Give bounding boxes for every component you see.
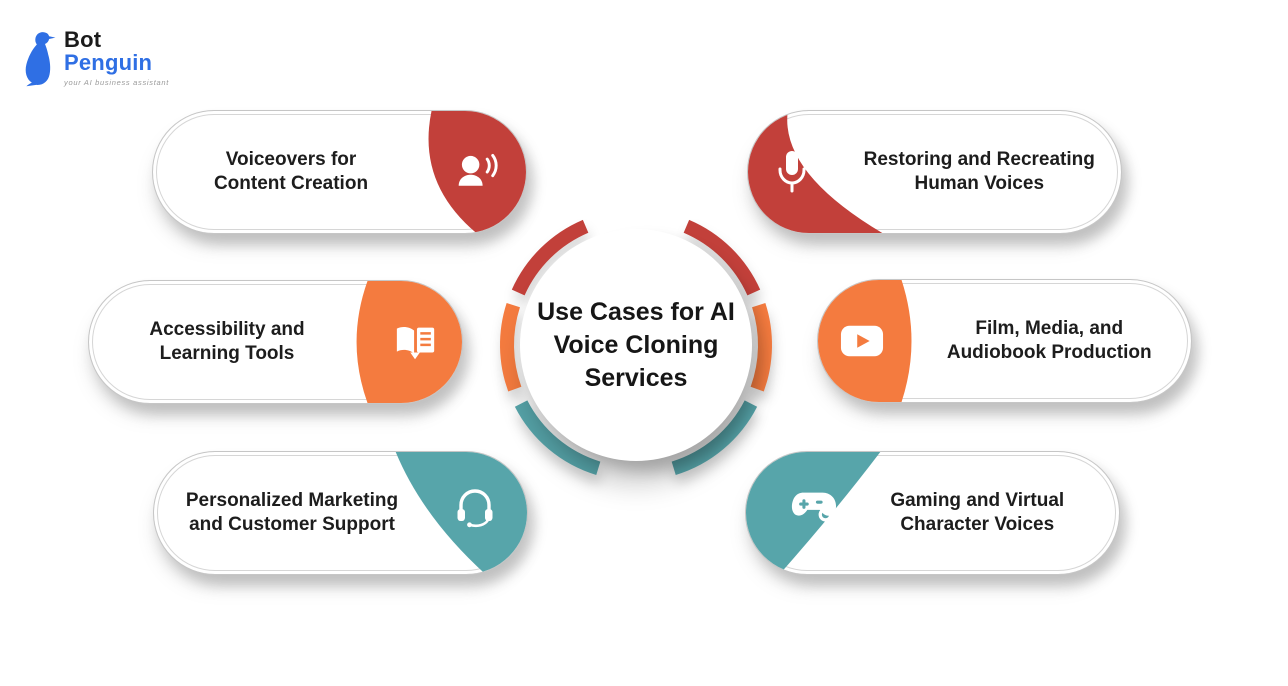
color-blob (746, 452, 881, 574)
usecase-pill-film: Film, Media, and Audiobook Production (817, 279, 1192, 403)
logo-penguin-text: Penguin (64, 50, 153, 75)
voiceover-speaker-icon (454, 148, 502, 196)
ring-arc-orange-right (750, 302, 772, 392)
ring-arc-red-right (683, 219, 761, 296)
logo-wordmark: Bot Penguin your AI business assistant (64, 28, 169, 87)
hub-circle (520, 229, 752, 461)
ring-arc-red-left (511, 219, 589, 296)
ring-arc-teal-right (671, 400, 758, 475)
ring-arc-teal-left (514, 400, 601, 475)
headset-icon (451, 484, 499, 532)
color-blob (428, 111, 526, 233)
usecase-label: Accessibility and Learning Tools (149, 319, 305, 364)
usecase-pill-voiceovers: Voiceovers for Content Creation (152, 110, 527, 234)
usecase-pill-accessibility: Accessibility and Learning Tools (88, 280, 463, 404)
ring-arc-orange-left (500, 302, 522, 392)
diagram-title: Use Cases for AI Voice Cloning Services (537, 297, 735, 392)
usecase-label: Voiceovers for Content Creation (213, 149, 369, 194)
usecase-label: Gaming and Virtual Character Voices (890, 490, 1065, 535)
microphone-icon (768, 148, 816, 196)
usecase-pill-restoring: Restoring and Recreating Human Voices (747, 110, 1122, 234)
botpenguin-logo: Bot Penguin your AI business assistant (20, 28, 169, 88)
logo-bot-text: Bot (64, 27, 102, 52)
center-hub: Use Cases for AI Voice Cloning Services (486, 195, 786, 495)
logo-tagline: your AI business assistant (64, 78, 170, 87)
usecase-label: Personalized Marketing and Customer Supp… (185, 490, 399, 535)
usecase-label: Film, Media, and Audiobook Production (946, 318, 1152, 363)
open-book-icon (392, 318, 440, 366)
color-blob (748, 111, 883, 233)
usecase-pill-marketing: Personalized Marketing and Customer Supp… (153, 451, 528, 575)
usecase-label: Restoring and Recreating Human Voices (863, 149, 1095, 194)
video-play-icon (838, 317, 886, 365)
segmented-ring (500, 219, 772, 475)
penguin-icon (25, 32, 56, 87)
gamepad-icon (790, 482, 838, 530)
usecase-pill-gaming: Gaming and Virtual Character Voices (745, 451, 1120, 575)
